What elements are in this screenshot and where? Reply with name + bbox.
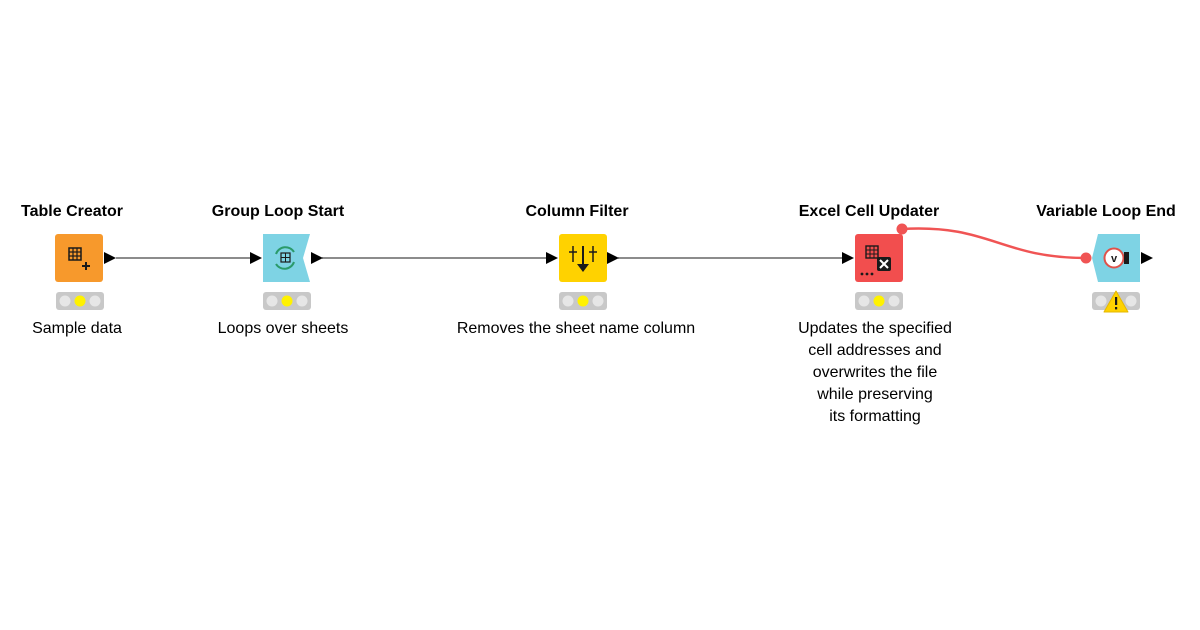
output-port-table-creator[interactable] — [104, 252, 116, 264]
status-traffic-light-table-creator — [56, 292, 104, 310]
node-annotation-excel-cell-updater: Updates the specified cell addresses and… — [745, 318, 1005, 428]
status-traffic-light-column-filter — [559, 292, 607, 310]
variable-output-port-excel-cell-updater[interactable] — [896, 223, 908, 235]
loop-grid-icon — [275, 246, 295, 270]
node-title-excel-cell-updater: Excel Cell Updater — [798, 203, 940, 220]
node-body-table-creator[interactable] — [55, 234, 103, 282]
output-port-group-loop-start[interactable] — [311, 252, 323, 264]
annotation-line: Removes the sheet name column — [456, 320, 696, 337]
status-traffic-light-group-loop-start — [263, 292, 311, 310]
variable-loop-end-icon: v — [1103, 247, 1129, 269]
annotation-line: its formatting — [829, 408, 921, 425]
variable-input-port-variable-loop-end[interactable] — [1080, 252, 1092, 264]
excel-updater-icon — [860, 245, 891, 276]
node-annotation-group-loop-start: Loops over sheets — [153, 318, 413, 340]
input-port-excel-cell-updater[interactable] — [842, 252, 854, 264]
annotation-line: while preserving — [817, 386, 933, 403]
annotation-line: Loops over sheets — [217, 320, 349, 337]
node-title-column-filter: Column Filter — [525, 203, 629, 220]
status-traffic-light-excel-cell-updater — [855, 292, 903, 310]
node-group-loop-start[interactable] — [250, 234, 323, 310]
annotation-line: overwrites the file — [812, 364, 938, 381]
annotation-line: Updates the specified — [798, 320, 952, 337]
node-annotation-table-creator: Sample data — [0, 318, 207, 340]
variable-connection-excel-cell-updater-to-variable-loop-end[interactable] — [901, 227, 1087, 260]
svg-text:v: v — [1111, 253, 1118, 265]
node-annotation-column-filter: Removes the sheet name column — [446, 318, 706, 340]
node-excel-cell-updater[interactable] — [842, 223, 908, 311]
node-title-group-loop-start: Group Loop Start — [211, 203, 345, 220]
output-port-column-filter[interactable] — [607, 252, 619, 264]
annotation-line: Sample data — [32, 320, 122, 337]
input-port-group-loop-start[interactable] — [250, 252, 262, 264]
output-port-variable-loop-end[interactable] — [1141, 252, 1153, 264]
warning-icon[interactable] — [1103, 290, 1129, 313]
input-port-column-filter[interactable] — [546, 252, 558, 264]
node-table-creator[interactable] — [55, 234, 116, 310]
node-title-table-creator: Table Creator — [21, 203, 123, 220]
column-filter-icon — [569, 246, 597, 272]
annotation-line: cell addresses and — [808, 342, 942, 359]
table-grid-plus-icon — [68, 247, 90, 270]
node-variable-loop-end[interactable]: v — [1080, 234, 1154, 313]
node-column-filter[interactable] — [546, 234, 619, 310]
node-title-variable-loop-end: Variable Loop End — [1036, 203, 1176, 220]
